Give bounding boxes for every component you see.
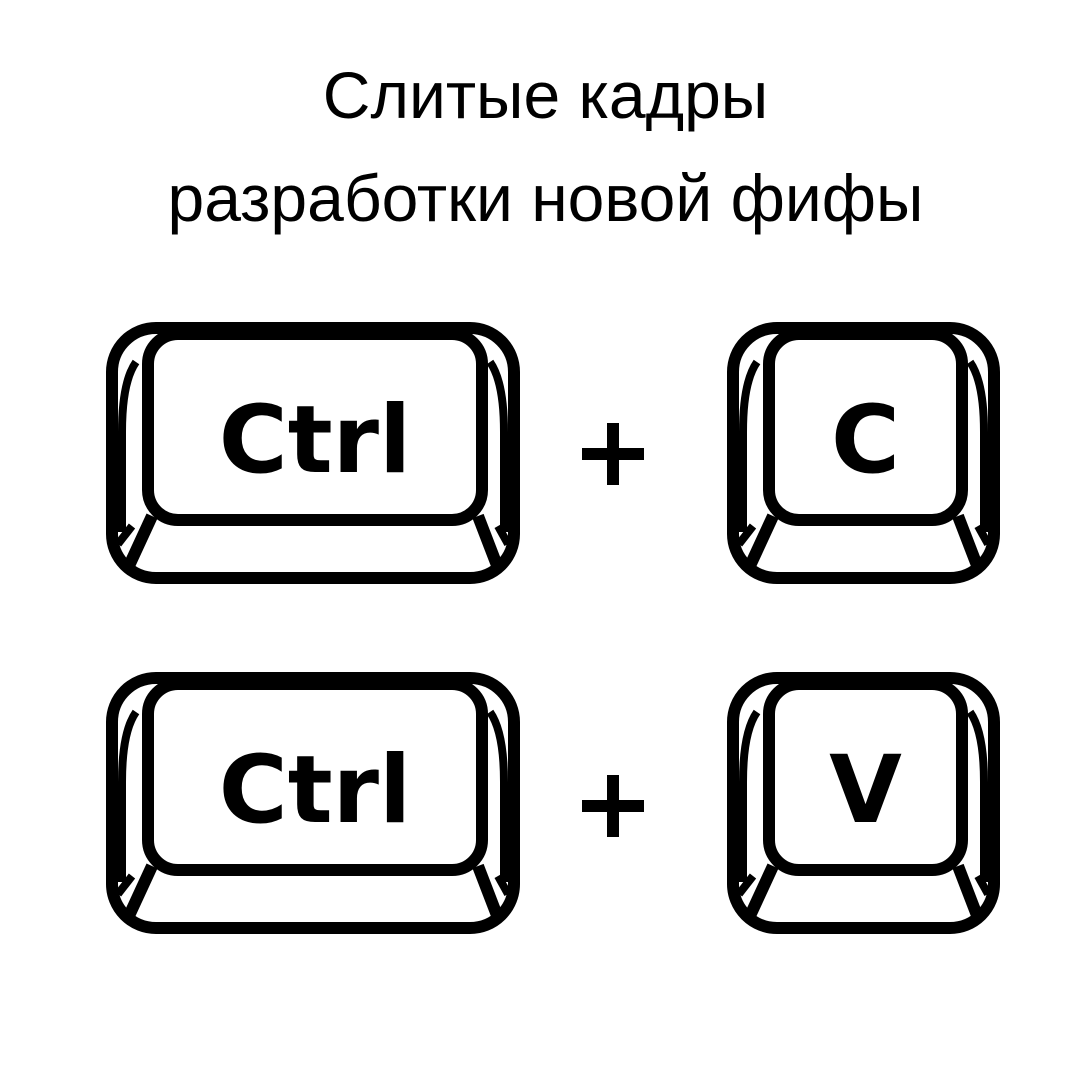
ctrl-key-1: Ctrl (106, 322, 520, 589)
key-label: Ctrl (219, 736, 412, 845)
key-label: V (829, 736, 902, 845)
title-line-1: Слитые кадры (322, 58, 769, 132)
plus-sign-2: + (582, 775, 644, 837)
c-key: C (727, 322, 1000, 589)
plus-sign-1: + (582, 423, 644, 485)
v-key: V (727, 672, 1000, 939)
title-line-2: разработки новой фифы (167, 161, 924, 235)
ctrl-key-2: Ctrl (106, 672, 520, 939)
key-label: Ctrl (219, 386, 412, 495)
key-label: C (831, 386, 900, 495)
